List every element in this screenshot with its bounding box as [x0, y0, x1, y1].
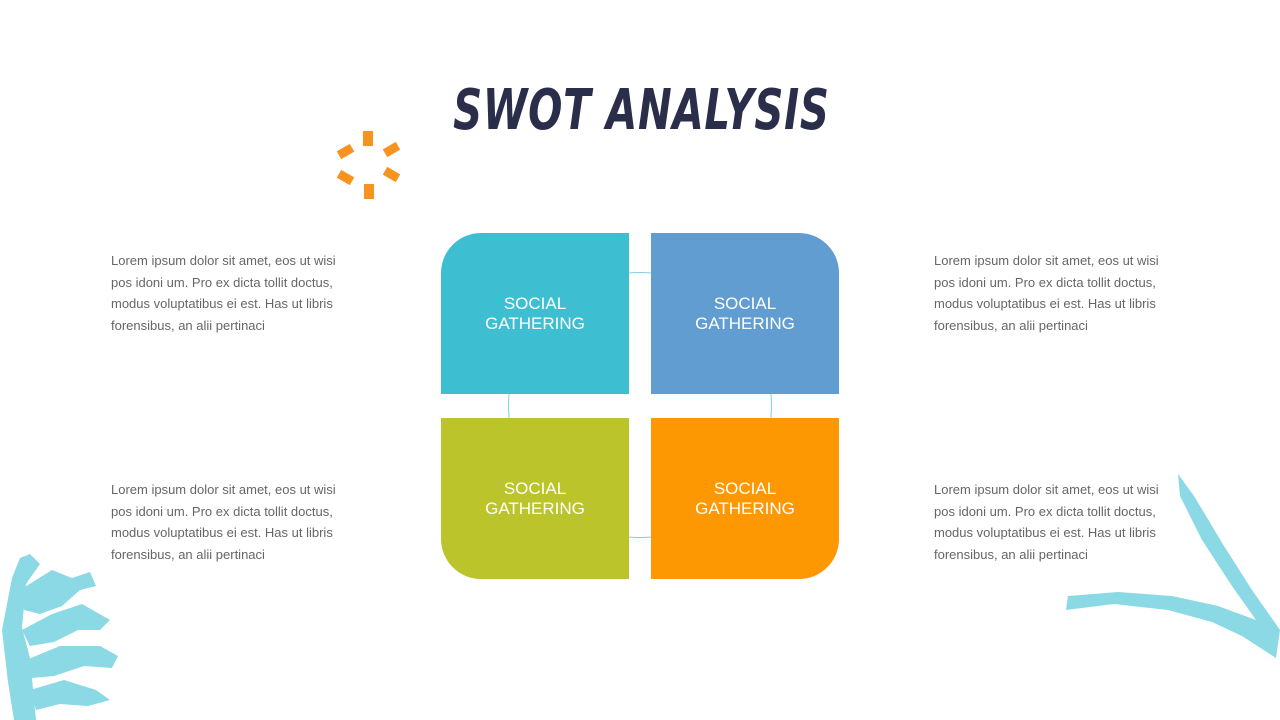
- leaf-icon: [2, 554, 118, 720]
- quadrant-label: SOCIAL GATHERING: [485, 293, 585, 333]
- text-block-top-right: Lorem ipsum dolor sit amet, eos ut wisi …: [934, 253, 1159, 333]
- connector-circle: [508, 272, 772, 538]
- sun-burst-icon: [336, 131, 401, 199]
- swot-quadrant-bottom-right: SOCIAL GATHERING: [651, 418, 839, 579]
- swot-quadrant-top-left: SOCIAL GATHERING: [441, 233, 629, 394]
- quadrant-label: SOCIAL GATHERING: [695, 478, 795, 518]
- swot-quadrant-top-right: SOCIAL GATHERING: [651, 233, 839, 394]
- text-block-top-left: Lorem ipsum dolor sit amet, eos ut wisi …: [111, 253, 336, 333]
- swot-quadrant-bottom-left: SOCIAL GATHERING: [441, 418, 629, 579]
- quadrant-label: SOCIAL GATHERING: [485, 478, 585, 518]
- text-block-bottom-right: Lorem ipsum dolor sit amet, eos ut wisi …: [934, 482, 1159, 562]
- arrow-icon: [1066, 474, 1280, 658]
- slide-title: SWOT ANALYSIS: [453, 78, 830, 143]
- quadrant-label: SOCIAL GATHERING: [695, 293, 795, 333]
- text-block-bottom-left: Lorem ipsum dolor sit amet, eos ut wisi …: [111, 482, 336, 562]
